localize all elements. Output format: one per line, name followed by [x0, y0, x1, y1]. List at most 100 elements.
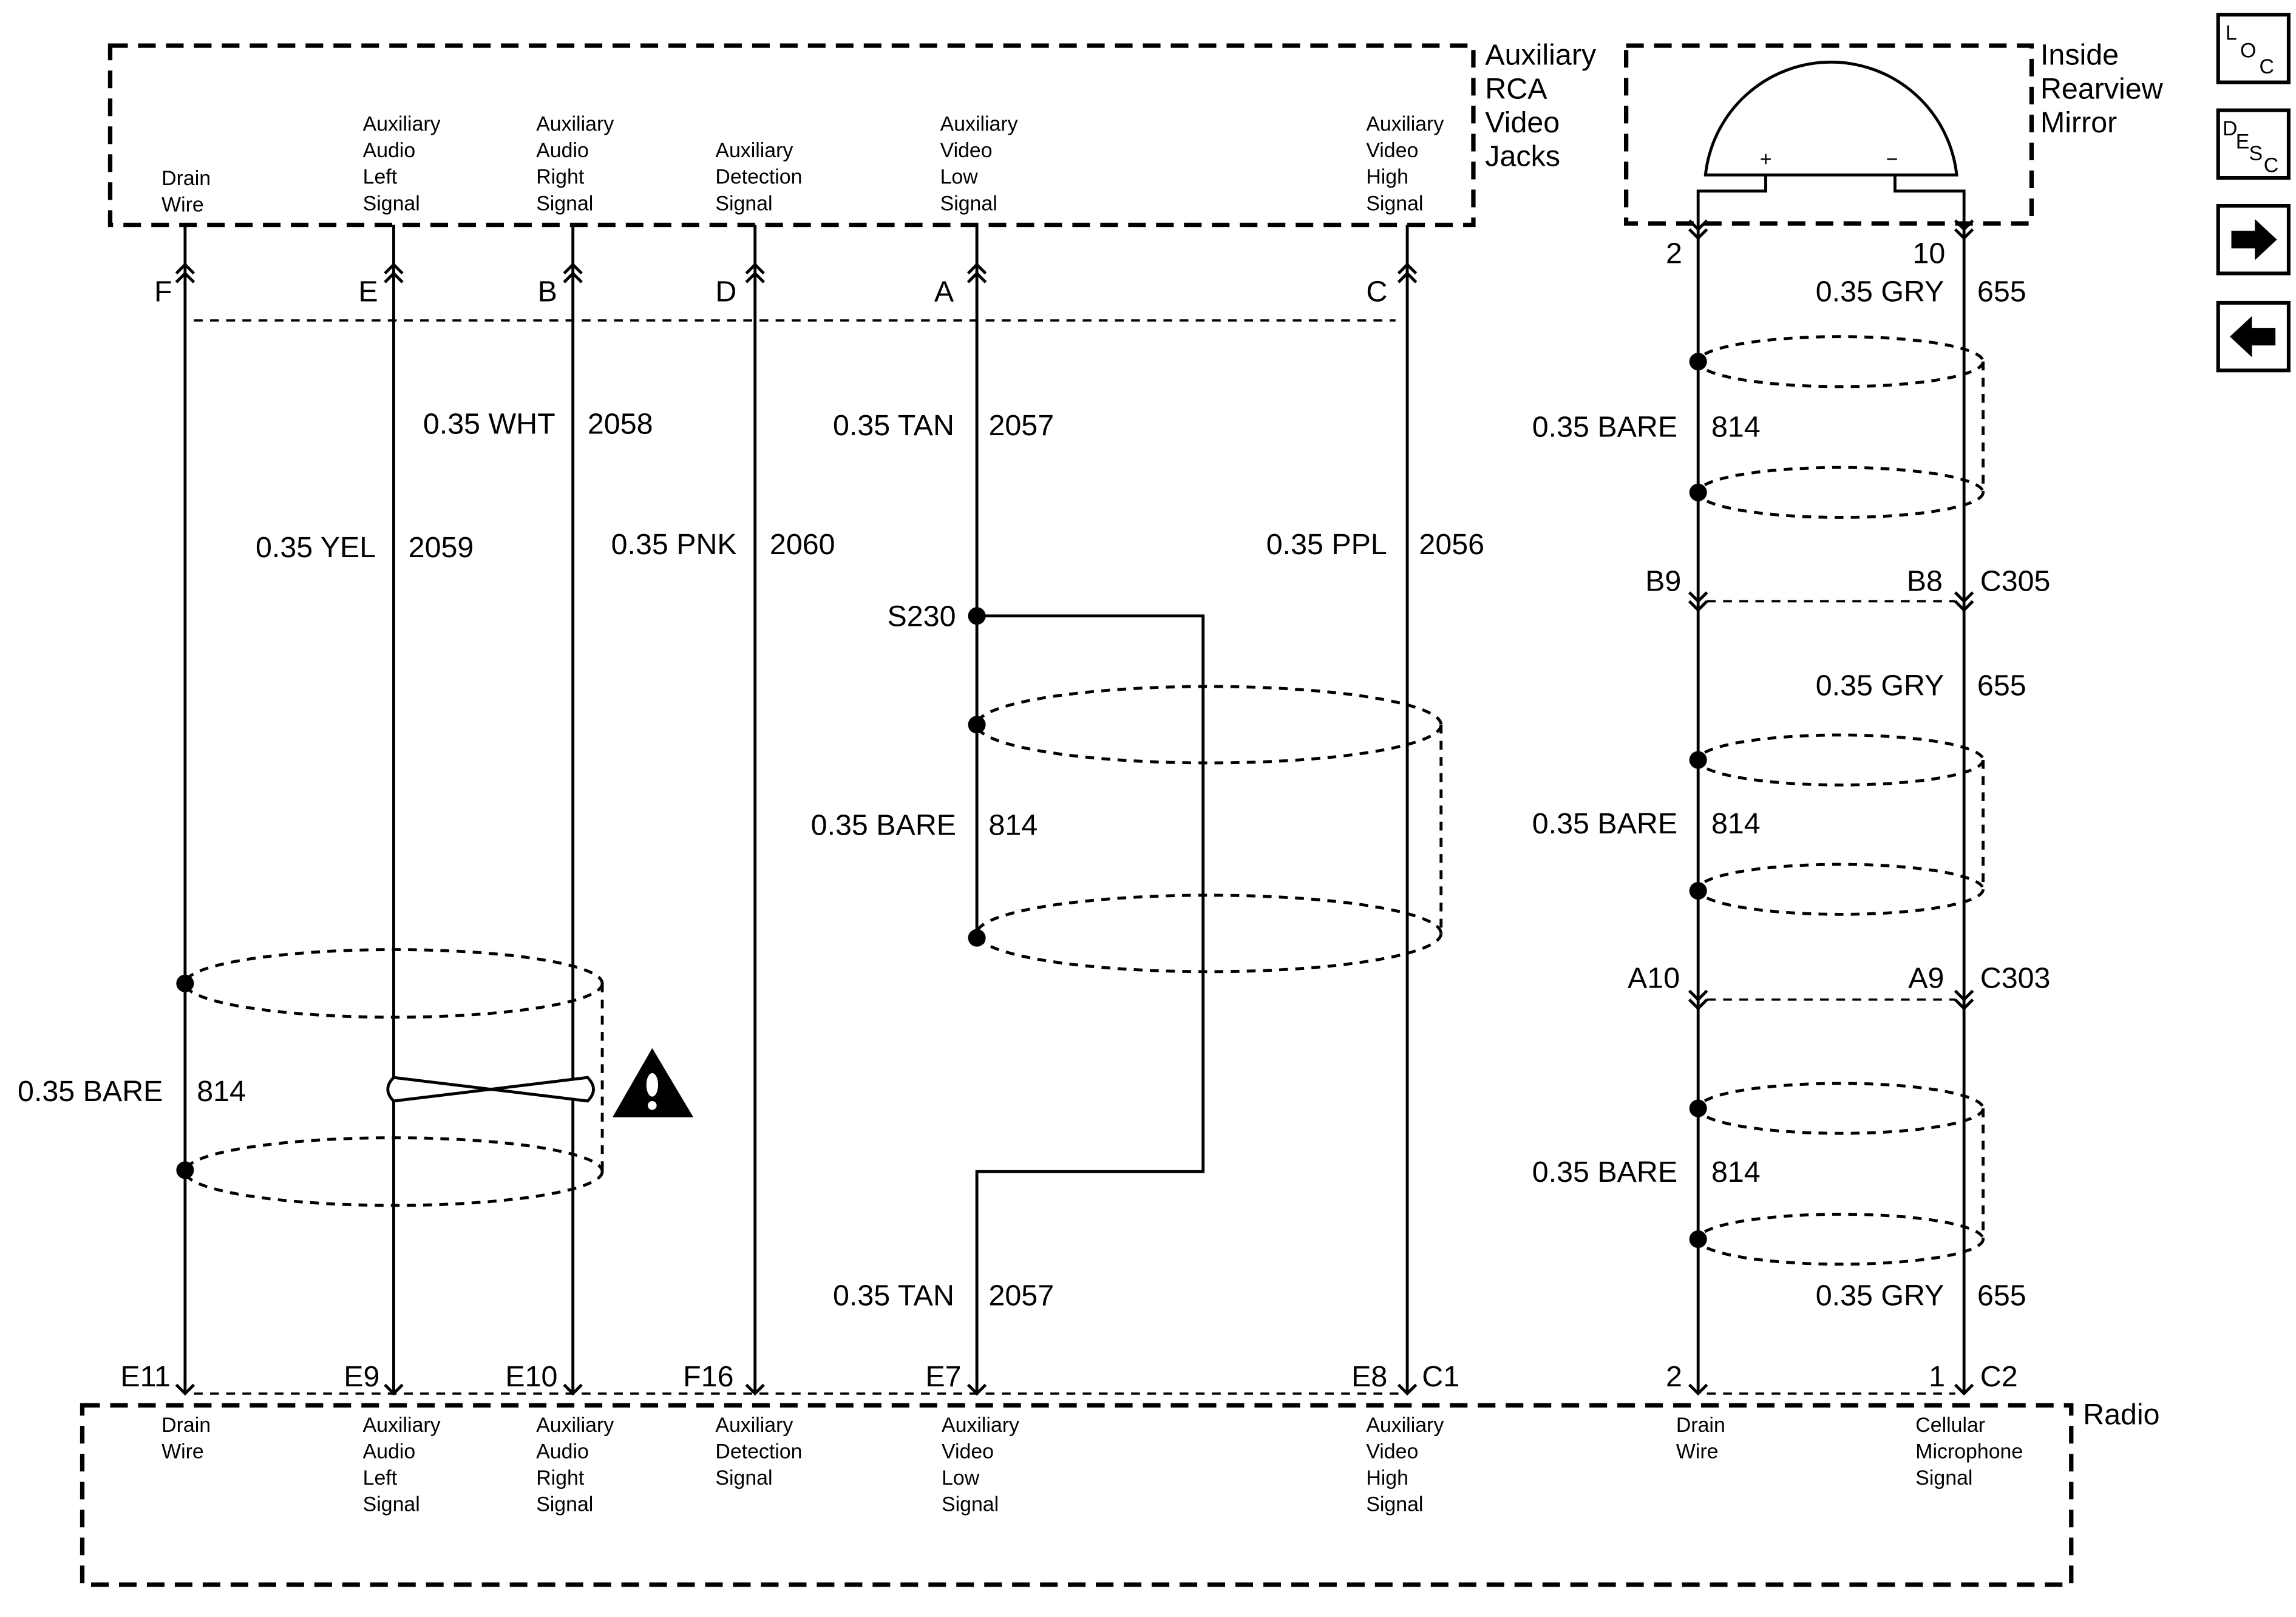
c305-left-pin: B9 [1645, 565, 1681, 598]
wire-spec-purple: 0.35 PPL [1266, 528, 1387, 561]
right-shield-dots [1689, 353, 1707, 1249]
wire-circuit-white: 2058 [588, 407, 653, 440]
radio-pin-e9: E9 [344, 1360, 379, 1393]
splice-label: S230 [888, 600, 956, 633]
rca-pin-letter-e: E [358, 275, 378, 308]
radio-pin-f16: F16 [683, 1360, 733, 1393]
radio-pin-e7: E7 [925, 1360, 961, 1393]
wire-circuit-tan-bottom: 2057 [988, 1280, 1054, 1312]
mirror-minus: − [1886, 148, 1898, 171]
left-wire-labels: 0.35 WHT 2058 0.35 YEL 2059 0.35 PNK 206… [18, 407, 1484, 1312]
wire-circuit-gray-3: 655 [1977, 1280, 2026, 1312]
radio-connector-c2: C2 [1980, 1360, 2018, 1393]
wire-circuit-gray-1: 655 [1977, 275, 2026, 308]
arrow-right-icon [2231, 219, 2277, 260]
twisted-pair-symbol [386, 1076, 595, 1103]
radio-pin-2: 2 [1666, 1360, 1682, 1393]
svg-text:D: D [2223, 117, 2237, 140]
radio-pin-e10: E10 [505, 1360, 557, 1393]
shield-video [975, 685, 1443, 974]
mirror-plus: + [1760, 148, 1772, 171]
c303-left-pin: A10 [1628, 961, 1680, 994]
c303-name: C303 [1980, 961, 2051, 994]
radio-pin-e11: E11 [120, 1360, 171, 1393]
back-button[interactable] [2216, 300, 2291, 373]
wire-spec-white: 0.35 WHT [423, 407, 555, 440]
c303-right-pin: A9 [1908, 961, 1944, 994]
caution-icon [613, 1048, 694, 1117]
wire-circuit-bare-r1: 814 [1711, 410, 1761, 443]
shield-audio [183, 948, 604, 1207]
mirror-pin-10: 10 [1912, 237, 1945, 270]
c305-name: C305 [1980, 565, 2051, 598]
rca-pin-letter-c: C [1366, 275, 1387, 308]
right-wire-labels: 0.35 GRY 655 0.35 BARE 814 B9 B8 C305 0.… [1532, 275, 2051, 1312]
svg-text:C: C [2260, 55, 2274, 78]
splice-dot [968, 607, 986, 625]
svg-text:E: E [2236, 131, 2250, 154]
radio-name: Radio [2083, 1398, 2159, 1431]
wire-spec-tan-bottom: 0.35 TAN [833, 1280, 954, 1312]
wire-circuit-bare-left: 814 [197, 1075, 246, 1108]
radio-component: Radio E11 E9 E10 F16 E7 E8 C1 2 1 C2 Dra… [80, 1360, 2160, 1587]
wire-spec-tan-top: 0.35 TAN [833, 409, 954, 442]
wire-circuit-bare-r2: 814 [1711, 807, 1761, 840]
mirror-pin-2: 2 [1666, 237, 1682, 270]
wire-circuit-yellow: 2059 [409, 531, 474, 564]
left-wires [183, 225, 1409, 1394]
svg-text:L: L [2226, 21, 2237, 44]
radio-pin-e8: E8 [1351, 1360, 1387, 1393]
arrow-left-icon [2230, 316, 2276, 358]
svg-text:C: C [2264, 154, 2278, 177]
c305-right-pin: B8 [1907, 565, 1943, 598]
wire-spec-bare-r3: 0.35 BARE [1532, 1156, 1677, 1188]
rca-pin-letter-d: D [715, 275, 736, 308]
wire-spec-gray-3: 0.35 GRY [1816, 1280, 1944, 1312]
wire-circuit-bare-mid: 814 [988, 809, 1038, 842]
wire-circuit-pink: 2060 [770, 528, 835, 561]
top-connector-carets [175, 262, 1418, 283]
bottom-connector-carets [175, 1383, 1974, 1396]
desc-button[interactable]: D E S C [2216, 108, 2291, 180]
shield-dot [176, 1161, 194, 1179]
wire-spec-bare-left: 0.35 BARE [18, 1075, 163, 1108]
right-wires [1688, 217, 1974, 1394]
wire-circuit-purple: 2056 [1419, 528, 1484, 561]
radio-pin-1: 1 [1929, 1360, 1945, 1393]
shield-dot [968, 716, 986, 734]
radio-connector-c1: C1 [1422, 1360, 1459, 1393]
svg-text:O: O [2240, 39, 2256, 62]
wire-spec-pink: 0.35 PNK [611, 528, 737, 561]
wire-circuit-bare-r3: 814 [1711, 1156, 1761, 1188]
shield-dot [968, 929, 986, 947]
rca-pin-letter-a: A [934, 275, 954, 308]
shield-dot [176, 974, 194, 992]
wire-spec-gray-2: 0.35 GRY [1816, 670, 1944, 702]
wire-spec-bare-mid: 0.35 BARE [811, 809, 956, 842]
svg-text:S: S [2249, 142, 2263, 165]
forward-button[interactable] [2216, 204, 2291, 276]
wire-circuit-gray-2: 655 [1977, 670, 2026, 702]
wire-spec-bare-r2: 0.35 BARE [1532, 807, 1677, 840]
wire-circuit-tan-top: 2057 [988, 409, 1054, 442]
rca-pin-letter-b: B [538, 275, 557, 308]
wire-spec-bare-r1: 0.35 BARE [1532, 410, 1677, 443]
loc-button[interactable]: L O C [2216, 13, 2291, 84]
